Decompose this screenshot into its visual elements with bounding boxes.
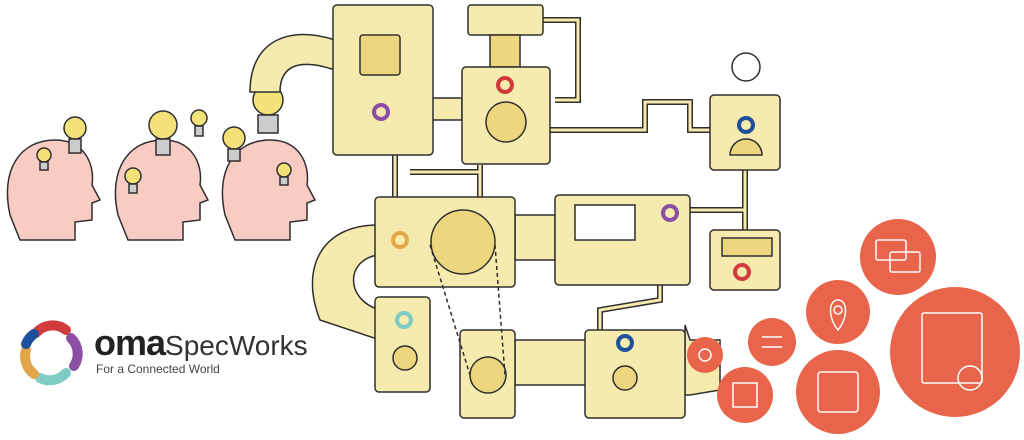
gauge-icon (731, 52, 761, 82)
transfer-icon-circle (748, 318, 796, 366)
brand-oma: oma (94, 322, 166, 363)
lightbulbs (36, 84, 292, 194)
oma-specworks-logo: omaSpecWorks For a Connected World (16, 318, 308, 388)
heads (6, 139, 317, 241)
oma-logo-mark-icon (20, 320, 83, 386)
head-2 (114, 139, 210, 241)
brand-name: omaSpecWorks (94, 322, 308, 364)
pipes-inner (393, 18, 747, 330)
box-bottom-left (374, 296, 431, 393)
puzzle-icon-circle (796, 350, 880, 434)
chip-icon-circle (717, 367, 773, 423)
box-top-small (467, 4, 544, 36)
machine-boxes (332, 4, 781, 419)
location-icon-circle (806, 280, 870, 344)
oma-badges (372, 76, 755, 352)
box-top-left (332, 4, 434, 156)
tagline: For a Connected World (96, 362, 220, 376)
head-3 (221, 139, 317, 241)
feature-icons (698, 239, 983, 413)
brand-specworks: SpecWorks (165, 330, 308, 361)
settings-window-icon-circle (890, 287, 1020, 417)
head-1 (6, 139, 102, 241)
network-icon-circle (687, 337, 723, 373)
chat-icon-circle (860, 219, 936, 295)
